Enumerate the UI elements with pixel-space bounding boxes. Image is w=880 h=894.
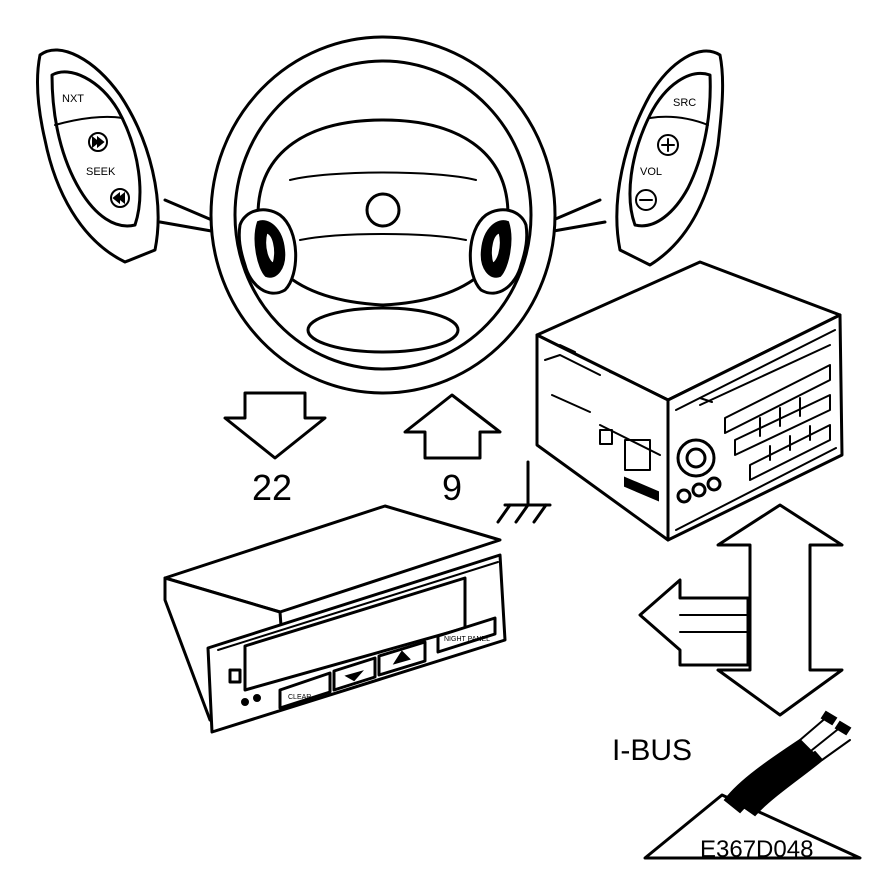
left-steering-button-pad: NXT SEEK: [36, 48, 160, 264]
vol-label: VOL: [640, 166, 662, 178]
display-unit-icon: CLEAR NIGHT PANEL: [163, 504, 507, 734]
ground-symbol-icon: [496, 460, 552, 524]
arrow-down-value: 22: [252, 467, 292, 508]
arrow-up-value: 9: [442, 467, 462, 508]
radio-unit-icon: [535, 260, 844, 542]
arrow-down-icon: [223, 391, 327, 460]
seek-label: SEEK: [86, 166, 116, 178]
arrow-up-icon: [403, 393, 502, 460]
ibus-label: I-BUS: [612, 734, 692, 767]
src-label: SRC: [673, 97, 696, 109]
ibus-arrows: [638, 503, 844, 717]
steering-wheel-icon: [209, 35, 557, 395]
nxt-label: NXT: [62, 93, 84, 105]
clear-button-label: CLEAR: [288, 694, 311, 701]
right-steering-button-pad: SRC VOL: [615, 49, 725, 267]
connector-plug-icon: [643, 710, 862, 860]
figure-code: E367D048: [700, 836, 813, 863]
night-panel-label: NIGHT PANEL: [444, 636, 490, 643]
